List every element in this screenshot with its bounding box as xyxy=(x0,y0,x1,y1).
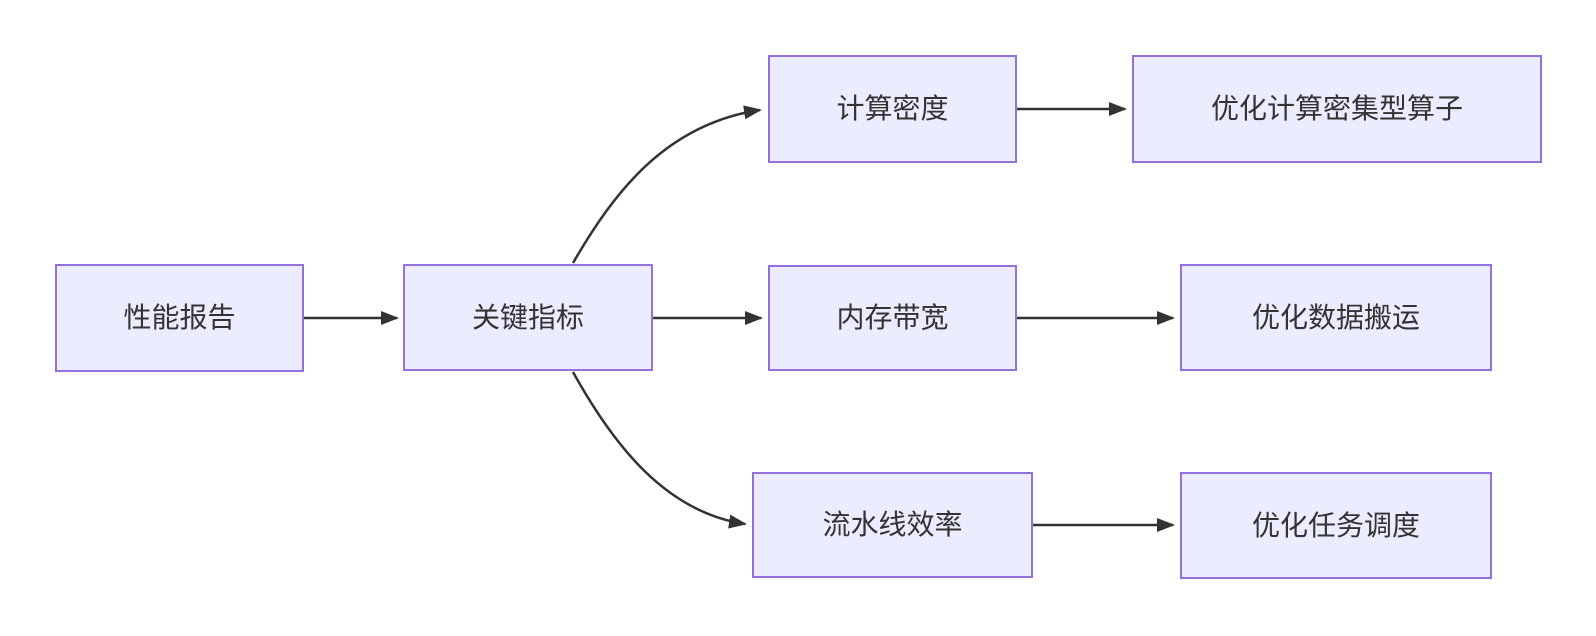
node-performance-report: 性能报告 xyxy=(55,264,304,372)
edge-key-metrics-to-compute-density xyxy=(571,105,762,264)
node-compute-density: 计算密度 xyxy=(768,55,1017,163)
node-key-metrics: 关键指标 xyxy=(403,264,653,371)
node-pipeline-efficiency: 流水线效率 xyxy=(752,472,1033,578)
node-optimize-compute-intensive-operators: 优化计算密集型算子 xyxy=(1132,55,1542,163)
edge-key-metrics-to-pipeline-efficiency xyxy=(571,371,747,529)
node-optimize-data-movement: 优化数据搬运 xyxy=(1180,264,1492,371)
node-memory-bandwidth: 内存带宽 xyxy=(768,265,1017,371)
node-optimize-task-scheduling: 优化任务调度 xyxy=(1180,472,1492,579)
